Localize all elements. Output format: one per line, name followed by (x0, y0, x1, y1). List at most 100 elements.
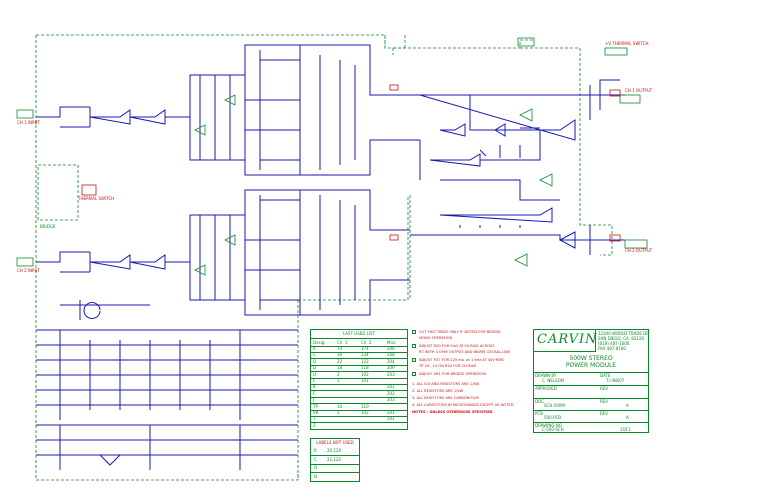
bridge-label: BRIDGE (40, 224, 56, 229)
last-used-list-cell: 74 (337, 346, 343, 351)
last-used-list-cell: 18 (337, 365, 343, 371)
thermal-switch-label: THERMAL SWITCH (77, 196, 114, 201)
labels-not-used-title: LABELS NOT USED (316, 440, 354, 445)
title-block: CARVIN 12340 WORLD TRADE DR SAN DIEGO, C… (533, 329, 649, 433)
last-used-list-table: LAST USED LIST Desig. Ch. 1 Ch. 2 Misc R… (310, 329, 408, 430)
last-used-list-cell: 174 (361, 346, 369, 351)
labels-not-used-cell: 22,122 (327, 456, 341, 462)
last-used-list-row: T 201 (311, 416, 407, 424)
last-used-list-row: VR 2 102 201 (311, 410, 407, 417)
last-used-list-cell: T (313, 416, 316, 422)
labels-not-used-cell: Q (314, 465, 318, 470)
last-used-list-cell: F (313, 390, 316, 396)
last-used-list-row: L 1 101 (311, 378, 407, 385)
note-4: R7 WITH 4 OHM OUTPUT AND WARM. DO BAL.LI… (419, 350, 511, 354)
note-8: 1. ALL ICS AND RESISTORS ARE 1/4W (412, 382, 480, 386)
note-12: NOTES : UNLESS OTHERWISE SPECIFIED (412, 410, 493, 414)
labels-not-used-row: Q (311, 464, 359, 473)
last-used-list-row: C 34 134 208 (311, 352, 407, 360)
thermal-switch-box (81, 184, 97, 196)
ch2-input-connector (16, 257, 34, 267)
note-7: ADJUST VR1 FOR BRIDGE OPERATION (419, 372, 487, 376)
ch2-input-label: CH 2 INPUT (17, 268, 40, 273)
last-used-list-cell: U (313, 371, 316, 377)
last-used-list-cell: 122 (361, 358, 369, 364)
last-used-list-cell: Z (313, 422, 316, 428)
note-2: MONO OPERATION (419, 336, 453, 340)
channel-1-circuit (36, 44, 625, 201)
last-used-list-cell: 22 (337, 358, 343, 364)
note-1: CUT THIS TRACE ONLY IF NOTED FOR BRIDGE (419, 330, 501, 334)
last-used-list-cell: 134 (361, 352, 369, 358)
last-used-list-cell: 201 (387, 384, 395, 390)
last-used-list-cell: J (313, 397, 315, 403)
last-used-list-row: U 2 102 203 (311, 372, 407, 379)
last-used-list-cell: 201 (387, 416, 395, 422)
last-used-list-cell: 1 (337, 378, 340, 383)
labels-not-used-cell: 20,120 (327, 448, 341, 453)
labels-not-used-cell: R (314, 448, 317, 453)
note-11: 4. ALL CAPACITORS IN MICROFARADS EXCEPT … (412, 403, 514, 407)
channel-2-circuit (36, 189, 625, 316)
last-used-list-cell: Q (313, 358, 317, 364)
last-used-list-row: Z (311, 423, 407, 430)
last-used-list-cell: 208 (387, 352, 395, 358)
labels-not-used-cell: D (314, 473, 318, 479)
last-used-list-cell: 202 (387, 390, 395, 396)
drawing-no-row: DRAWING NO C-500-SCH 1OF1 (535, 423, 631, 432)
last-used-list-cell: 102 (361, 371, 369, 377)
last-used-list-row: D 18 118 209 (311, 365, 407, 373)
note-6: TP 24 , 1V ON R20 FOR CH BIAS (419, 364, 477, 368)
thermal-output-label: +V THERMAL SWITCH (605, 41, 649, 46)
last-used-list-cell: 2 (337, 410, 340, 415)
last-used-list-cell: 203 (387, 371, 395, 377)
pcb-row: PCB 500-PCB REV A (534, 411, 648, 423)
last-used-list-row: K 201 (311, 384, 407, 392)
ch2-output-label: CH 2 OUTPUT (625, 248, 653, 253)
last-used-list-cell: 101 (361, 378, 369, 383)
last-used-list-cell: VR (313, 410, 319, 415)
last-used-list-cell: 102 (361, 410, 369, 415)
last-used-list-cell: TP (313, 403, 318, 409)
company-logo: CARVIN (537, 332, 598, 347)
last-used-list-cell: 10 (337, 403, 343, 409)
last-used-list-title: LAST USED LIST (342, 331, 376, 336)
last-used-list-cell: 209 (387, 365, 395, 371)
note-5: ADJUST R37 FOR 225 ma. at 1 kHz AT 40V R… (419, 358, 504, 362)
labels-not-used-cell: C (314, 456, 317, 462)
last-used-list-cell: 118 (361, 365, 369, 371)
notes-block: CUT THIS TRACE ONLY IF NOTED FOR BRIDGE … (412, 330, 532, 430)
drawing-title-line-2: POWER MODULE (565, 362, 617, 369)
last-used-list-row: J 203 (311, 397, 407, 405)
last-used-list-cell: L (313, 378, 316, 383)
last-used-list-header: Desig. Ch. 1 Ch. 2 Misc (311, 338, 407, 347)
bridge-switch-box (37, 164, 79, 221)
last-used-list-cell: 2 (337, 371, 340, 377)
last-used-list-cell: 201 (387, 410, 395, 415)
power-supply-circuit (36, 300, 298, 470)
approved-row: APPROVED REV (534, 386, 648, 399)
last-used-list-cell: R (313, 346, 316, 351)
last-used-list-cell: 110 (361, 403, 369, 409)
last-used-list-cell: 203 (387, 397, 395, 403)
last-used-list-row: F 202 (311, 391, 407, 398)
address-cell: 12340 WORLD TRADE DR SAN DIEGO, CA. 9212… (598, 331, 649, 351)
last-used-list-cell: D (313, 365, 317, 371)
labels-not-used-row: D (311, 473, 359, 482)
company-cell: CARVIN (534, 330, 598, 352)
board-outline (35, 34, 406, 481)
last-used-list-cell: C (313, 352, 316, 358)
last-used-list-cell: K (313, 384, 316, 390)
labels-not-used-row: R 20,120 (311, 447, 359, 456)
note-10: 3. ALL RESISTORS ARE CARBON FILM (412, 396, 479, 400)
note-3: ADJUST R20 FOR 5mV @ 0V BIAS ACROSS (419, 344, 495, 348)
ch1-input-connector (16, 109, 34, 119)
doc-row: DOC SCH-500M REV A (534, 399, 648, 411)
note-9: 2. ALL RESISTORS ARE 1/4W (412, 389, 464, 393)
ch1-output-label: CH 1 OUTPUT (625, 88, 653, 93)
drawing-title-line-1: 500W STEREO (569, 355, 613, 362)
last-used-list-cell: 34 (337, 352, 343, 358)
